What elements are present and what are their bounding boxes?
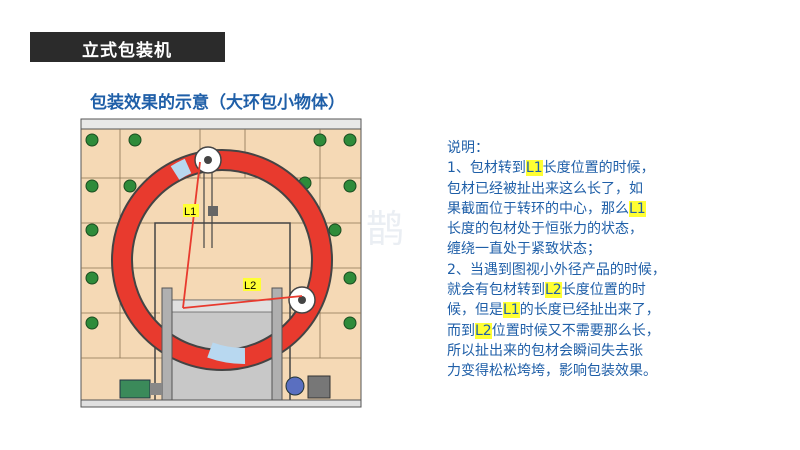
l1-line xyxy=(182,161,201,309)
explanation-line: 长度的包材处于恒张力的状态， xyxy=(447,219,717,239)
highlight-mark: L1 xyxy=(525,160,543,177)
machine-drawing: L1 L2 xyxy=(80,118,362,408)
explanation-segment: 位置时候又不需要那么长， xyxy=(491,322,660,339)
explanation-segment: 的长度已经扯出来了， xyxy=(519,302,660,319)
explanation-segment: 所以扯出来的包材会瞬间失去张 xyxy=(447,342,643,359)
highlight-mark: L2 xyxy=(545,282,562,299)
highlight-mark: L1 xyxy=(503,302,520,319)
highlight-mark: L2 xyxy=(475,322,492,339)
title-bar: 立式包装机 xyxy=(30,32,225,62)
explanation-segment: 缠绕一直处于紧致状态； xyxy=(447,241,601,258)
explanation-segment: 果截面位于转环的中心，那么 xyxy=(447,200,629,217)
explanation-line: 果截面位于转环的中心，那么L1 xyxy=(447,199,717,219)
explanation-line: 缠绕一直处于紧致状态； xyxy=(447,239,717,259)
explanation-segment: 力变得松松垮垮，影响包装效果。 xyxy=(447,363,657,380)
explanation-segment: 说明： xyxy=(447,140,489,156)
motor-right xyxy=(285,376,305,396)
explanation-line: 说明： xyxy=(447,138,717,158)
explanation-line: 而到L2位置时候又不需要那么长， xyxy=(447,321,717,341)
diagram-subtitle: 包装效果的示意（大环包小物体） xyxy=(90,93,345,113)
explanation-line: 所以扯出来的包材会瞬间失去张 xyxy=(447,341,717,361)
explanation-segment: 2、当遇到图视小外径产品的时候， xyxy=(447,261,666,278)
highlight-mark: L1 xyxy=(629,200,646,217)
l2-line xyxy=(182,295,303,309)
explanation-line: 候，但是L1的长度已经扯出来了， xyxy=(447,300,717,320)
explanation-segment: 而到 xyxy=(447,322,475,339)
explanation-line: 力变得松松垮垮，影响包装效果。 xyxy=(447,361,717,381)
machine-diagram: L1 L2 xyxy=(80,118,362,408)
explanation-line: 包材已经被扯出来这么长了，如 xyxy=(447,179,717,199)
guide-rollers xyxy=(85,133,357,350)
explanation-line: 1、包材转到L1长度位置的时候， xyxy=(447,158,717,178)
motor-left xyxy=(119,379,151,399)
explanation-segment: 候，但是 xyxy=(447,302,503,319)
label-l1: L1 xyxy=(184,206,196,218)
page-title: 立式包装机 xyxy=(82,41,172,61)
explanation-line: 2、当遇到图视小外径产品的时候， xyxy=(447,260,717,280)
explanation-segment: 就会有包材转到 xyxy=(447,282,545,299)
explanation-segment: 长度的包材处于恒张力的状态， xyxy=(447,221,643,238)
explanation-line: 就会有包材转到L2长度位置的时 xyxy=(447,280,717,300)
explanation-segment: 长度位置的时 xyxy=(561,282,646,299)
explanation-segment: 包材已经被扯出来这么长了，如 xyxy=(447,180,643,197)
explanation-segment: 1、包材转到 xyxy=(447,160,526,177)
explanation-text: 说明：1、包材转到L1长度位置的时候，包材已经被扯出来这么长了，如果截面位于转环… xyxy=(447,138,717,382)
explanation-segment: 长度位置的时候， xyxy=(542,160,655,177)
label-l2: L2 xyxy=(244,280,256,292)
